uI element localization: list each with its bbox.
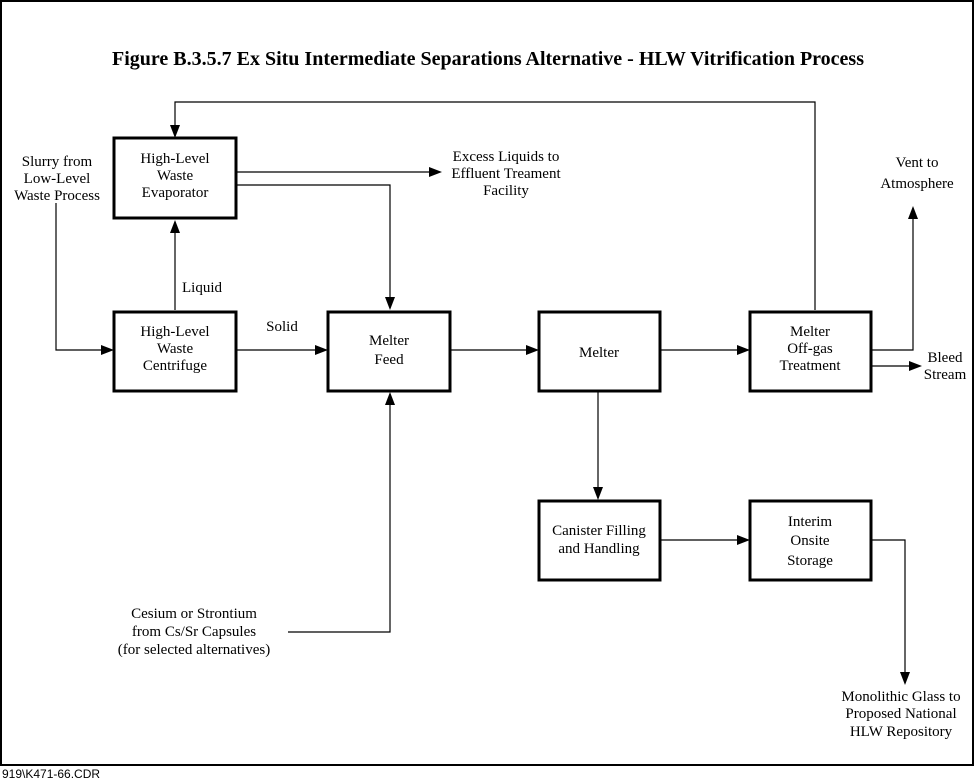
svg-text:Effluent Treament: Effluent Treament bbox=[451, 166, 561, 182]
box-label: Waste bbox=[157, 168, 194, 184]
svg-text:HLW Repository: HLW Repository bbox=[850, 724, 953, 740]
flow-recycle-to-evaporator bbox=[174, 101, 816, 310]
box-label: Melter bbox=[579, 345, 619, 361]
box-label: High-Level bbox=[140, 151, 209, 167]
label-bleed-stream: Bleed Stream bbox=[924, 350, 967, 383]
svg-text:Bleed: Bleed bbox=[928, 350, 963, 366]
svg-text:Atmosphere: Atmosphere bbox=[880, 176, 954, 192]
svg-text:Facility: Facility bbox=[483, 183, 529, 199]
svg-text:Cesium or Strontium: Cesium or Strontium bbox=[131, 606, 257, 622]
svg-text:Vent to: Vent to bbox=[896, 155, 939, 171]
box-label: Onsite bbox=[790, 533, 830, 549]
flow-lines bbox=[55, 101, 922, 685]
box-label: Evaporator bbox=[142, 185, 209, 201]
box-label: Melter bbox=[369, 333, 409, 349]
box-label: Interim bbox=[788, 514, 832, 530]
label-liquid: Liquid bbox=[182, 280, 222, 296]
box-melter-feed: Melter Feed bbox=[326, 310, 452, 393]
svg-text:Waste Process: Waste Process bbox=[14, 188, 100, 204]
box-label: Feed bbox=[374, 352, 404, 368]
flow-cesium-to-melter-feed bbox=[288, 404, 391, 633]
box-evaporator: High-Level Waste Evaporator bbox=[112, 136, 238, 220]
box-label: Canister Filling bbox=[552, 523, 646, 539]
flow-evaporator-to-melter-feed bbox=[236, 184, 391, 298]
box-label: Off-gas bbox=[787, 341, 833, 357]
svg-text:Proposed National: Proposed National bbox=[845, 706, 956, 722]
svg-text:Slurry from: Slurry from bbox=[22, 154, 93, 170]
box-label: High-Level bbox=[140, 324, 209, 340]
label-cesium-source: Cesium or Strontium from Cs/Sr Capsules … bbox=[118, 606, 270, 658]
svg-text:(for selected alternatives): (for selected alternatives) bbox=[118, 642, 270, 658]
label-excess-liquids: Excess Liquids to Effluent Treament Faci… bbox=[451, 149, 561, 199]
box-offgas-treatment: Melter Off-gas Treatment bbox=[748, 310, 873, 393]
svg-text:Low-Level: Low-Level bbox=[24, 171, 91, 187]
label-slurry-source: Slurry from Low-Level Waste Process bbox=[14, 154, 100, 204]
svg-text:Excess Liquids to: Excess Liquids to bbox=[453, 149, 560, 165]
box-label: Centrifuge bbox=[143, 358, 207, 374]
box-label: and Handling bbox=[558, 541, 640, 557]
box-label: Treatment bbox=[779, 358, 841, 374]
label-vent: Vent to Atmosphere bbox=[880, 155, 954, 192]
flow-storage-to-repository bbox=[871, 539, 906, 673]
label-glass-repository: Monolithic Glass to Proposed National HL… bbox=[841, 689, 960, 740]
box-interim-storage: Interim Onsite Storage bbox=[748, 499, 873, 582]
svg-text:Stream: Stream bbox=[924, 367, 967, 383]
box-label: Melter bbox=[790, 324, 830, 340]
label-solid: Solid bbox=[266, 319, 298, 335]
figure-frame bbox=[0, 0, 974, 766]
svg-text:Monolithic Glass to: Monolithic Glass to bbox=[841, 689, 960, 705]
box-melter: Melter bbox=[537, 310, 662, 393]
flow-offgas-to-vent bbox=[871, 218, 914, 351]
flow-slurry-to-centrifuge bbox=[55, 203, 104, 351]
figure-title: Figure B.3.5.7 Ex Situ Intermediate Sepa… bbox=[112, 48, 864, 70]
box-label: Waste bbox=[157, 341, 194, 357]
box-centrifuge: High-Level Waste Centrifuge bbox=[112, 310, 238, 393]
box-canister-filling: Canister Filling and Handling bbox=[537, 499, 662, 582]
svg-text:from Cs/Sr Capsules: from Cs/Sr Capsules bbox=[132, 624, 256, 640]
file-reference: 919\K471-66.CDR bbox=[2, 767, 100, 781]
box-label: Storage bbox=[787, 553, 833, 569]
